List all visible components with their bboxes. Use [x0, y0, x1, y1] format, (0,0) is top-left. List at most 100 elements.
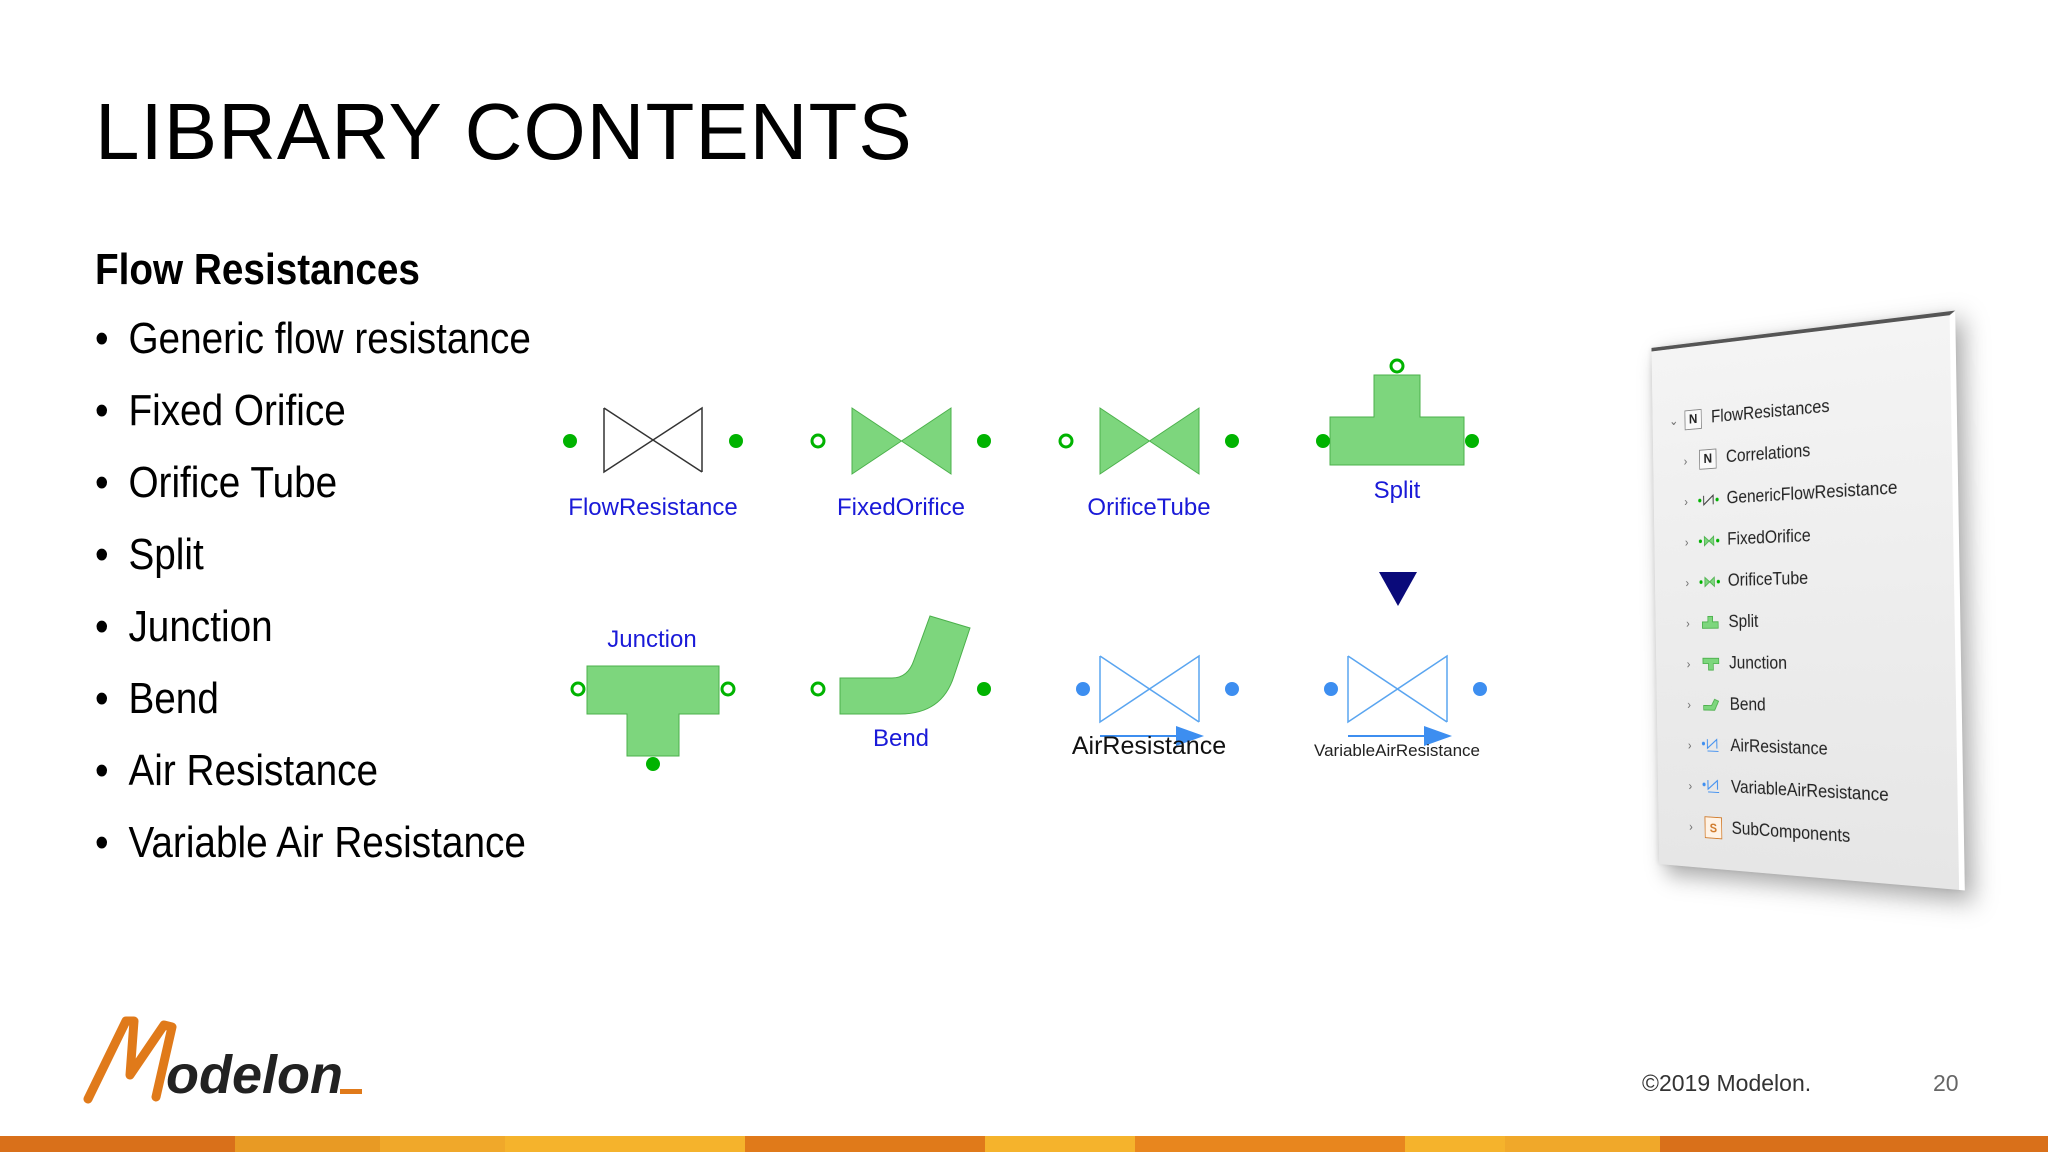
connector-dot [729, 434, 743, 448]
bullet-item: • Orifice Tube [95, 457, 531, 529]
chevron-right-icon[interactable]: › [1684, 493, 1688, 509]
bullet-glyph: • [95, 530, 109, 579]
chevron-right-icon[interactable]: › [1683, 453, 1688, 468]
orifice-icon [1099, 407, 1200, 475]
tree-label: Junction [1728, 653, 1788, 674]
connector-dot [1473, 682, 1487, 696]
tree-label: FlowResistances [1710, 396, 1830, 427]
chevron-right-icon[interactable]: › [1686, 655, 1691, 671]
bullet-glyph: • [95, 314, 109, 363]
junction-component[interactable]: Junction [570, 626, 736, 771]
bullet-list: •Generic flow resistance •Fixed Orifice … [95, 313, 590, 889]
bullet-glyph: • [95, 818, 109, 867]
component-diagram: FlowResistance FixedOrifice OrificeTube … [563, 358, 1487, 771]
bullet-item: • Bend [95, 673, 531, 745]
bullet-item: • Variable Air Resistance [95, 817, 531, 889]
bullet-item: •Split [95, 529, 531, 601]
flow-resistance-icon [1697, 488, 1721, 511]
connector-dot [1316, 434, 1330, 448]
bullet-text: Junction [128, 602, 273, 651]
component-label: Junction [607, 626, 696, 653]
footer-color-bar [0, 1136, 2048, 1152]
chevron-right-icon[interactable]: › [1689, 818, 1693, 834]
junction-icon [586, 665, 720, 757]
svg-text:odelon: odelon [166, 1045, 343, 1105]
bullet-text: Air Resistance [128, 746, 379, 795]
bullet-item: • Junction [95, 601, 531, 673]
component-label: FixedOrifice [837, 494, 965, 521]
air-resistance-icon [1701, 775, 1725, 798]
package-icon: N [1681, 407, 1705, 431]
component-label: FlowResistance [568, 494, 737, 521]
component-label: OrificeTube [1087, 494, 1210, 521]
tree-label: VariableAirResistance [1730, 777, 1889, 806]
subcomponents-icon: S [1701, 815, 1725, 840]
chevron-right-icon[interactable]: › [1687, 737, 1692, 752]
connector-dot [1225, 434, 1239, 448]
split-component[interactable]: Split [1316, 358, 1479, 504]
tree-item[interactable]: › OrificeTube [1671, 552, 1954, 602]
logo-m-mark [83, 1016, 177, 1104]
connector-dot [563, 434, 577, 448]
tree-label: Correlations [1725, 440, 1811, 467]
page-number: 20 [1933, 1070, 1959, 1096]
connector-ring [1389, 358, 1405, 374]
arrow-right-icon [1176, 726, 1204, 746]
bend-component[interactable]: Bend [810, 615, 991, 752]
bullet-text: Bend [128, 674, 219, 723]
air-resistance-icon [1700, 734, 1724, 757]
tree-label: AirResistance [1730, 735, 1828, 760]
split-icon [1698, 611, 1722, 633]
fixed-orifice-component[interactable]: FixedOrifice [810, 407, 991, 521]
connector-ring [810, 433, 826, 449]
bullet-item: • Generic flow resistance [95, 313, 531, 385]
tree-item[interactable]: › Junction [1673, 642, 1956, 687]
bullet-glyph: • [95, 386, 109, 435]
variable-air-resistance-component[interactable]: VariableAirResistance [1314, 654, 1487, 760]
connector-dot [646, 757, 660, 771]
bullet-text: Orifice Tube [128, 458, 338, 507]
tree-label: Split [1728, 611, 1759, 632]
chevron-right-icon[interactable]: › [1688, 777, 1693, 793]
connector-dot [977, 682, 991, 696]
chevron-right-icon[interactable]: › [1687, 696, 1692, 712]
bullet-glyph: • [95, 602, 109, 651]
flow-resistance-component[interactable]: FlowResistance [563, 406, 743, 521]
library-tree-screenshot: ⌄ N FlowResistances › N Correlations › G… [1651, 310, 1965, 891]
orifice-icon [851, 407, 952, 475]
component-label: Bend [873, 725, 929, 752]
bullet-text: Generic flow resistance [128, 314, 531, 363]
component-label: AirResistance [1072, 732, 1226, 760]
connector-dot [1324, 682, 1338, 696]
arrow-down-icon [1379, 572, 1417, 606]
connector-ring [810, 681, 826, 697]
air-resistance-component[interactable]: AirResistance [1072, 654, 1239, 760]
connector-ring [570, 681, 586, 697]
section-heading: Flow Resistances [95, 245, 420, 294]
chevron-down-icon[interactable]: ⌄ [1669, 412, 1679, 429]
bullet-glyph: • [95, 674, 109, 723]
bullet-item: •Air Resistance [95, 745, 531, 817]
tree-item[interactable]: › Split [1672, 597, 1955, 643]
arrow-right-icon [1424, 726, 1452, 746]
bullet-text: Fixed Orifice [128, 386, 346, 435]
orifice-icon [1698, 570, 1722, 592]
connector-ring [720, 681, 736, 697]
connector-dot [1225, 682, 1239, 696]
chevron-right-icon[interactable]: › [1685, 615, 1690, 630]
orifice-tube-component[interactable]: OrificeTube [1058, 407, 1239, 521]
chevron-right-icon[interactable]: › [1684, 534, 1689, 549]
bend-icon [839, 615, 971, 715]
bullet-glyph: • [95, 458, 109, 507]
junction-icon [1699, 652, 1723, 674]
page-title: LIBRARY CONTENTS [95, 87, 913, 176]
package-icon: N [1696, 447, 1720, 471]
connector-ring [1058, 433, 1074, 449]
bend-icon [1700, 693, 1724, 715]
connector-dot [1076, 682, 1090, 696]
modelon-logo: odelon [83, 1016, 362, 1105]
component-label: VariableAirResistance [1314, 741, 1480, 760]
tree-label: SubComponents [1731, 818, 1851, 847]
bullet-text: Variable Air Resistance [128, 818, 526, 867]
chevron-right-icon[interactable]: › [1685, 574, 1690, 590]
